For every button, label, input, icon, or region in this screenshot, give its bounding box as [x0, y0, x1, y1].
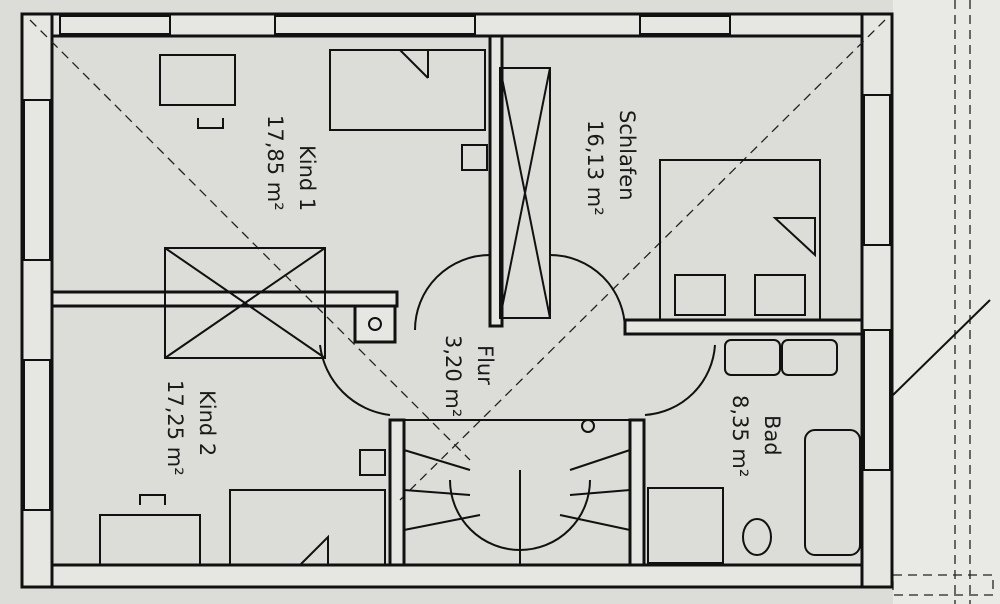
room-kind2: Kind 2 17,25 m²	[163, 380, 219, 476]
roof-diagonals	[29, 19, 886, 501]
furniture	[99, 49, 861, 566]
room-name: Bad	[760, 415, 784, 456]
room-name: Schlafen	[615, 110, 639, 201]
room-name: Kind 1	[295, 145, 319, 211]
room-schlafen: Schlafen 16,13 m²	[583, 110, 639, 216]
staircase	[403, 419, 631, 566]
doors	[319, 254, 716, 416]
room-area: 16,13 m²	[583, 120, 607, 216]
room-area: 3,20 m²	[441, 335, 465, 417]
room-bad: Bad 8,35 m²	[728, 395, 784, 477]
room-flur: Flur 3,20 m²	[441, 335, 497, 417]
room-area: 17,25 m²	[163, 380, 187, 476]
room-name: Flur	[473, 345, 497, 385]
room-area: 17,85 m²	[263, 115, 287, 211]
adjacent-area	[893, 0, 1000, 604]
windows	[23, 15, 891, 511]
room-kind1: Kind 1 17,85 m²	[263, 115, 319, 211]
room-area: 8,35 m²	[728, 395, 752, 477]
room-name: Kind 2	[195, 390, 219, 456]
outer-walls	[20, 12, 894, 589]
